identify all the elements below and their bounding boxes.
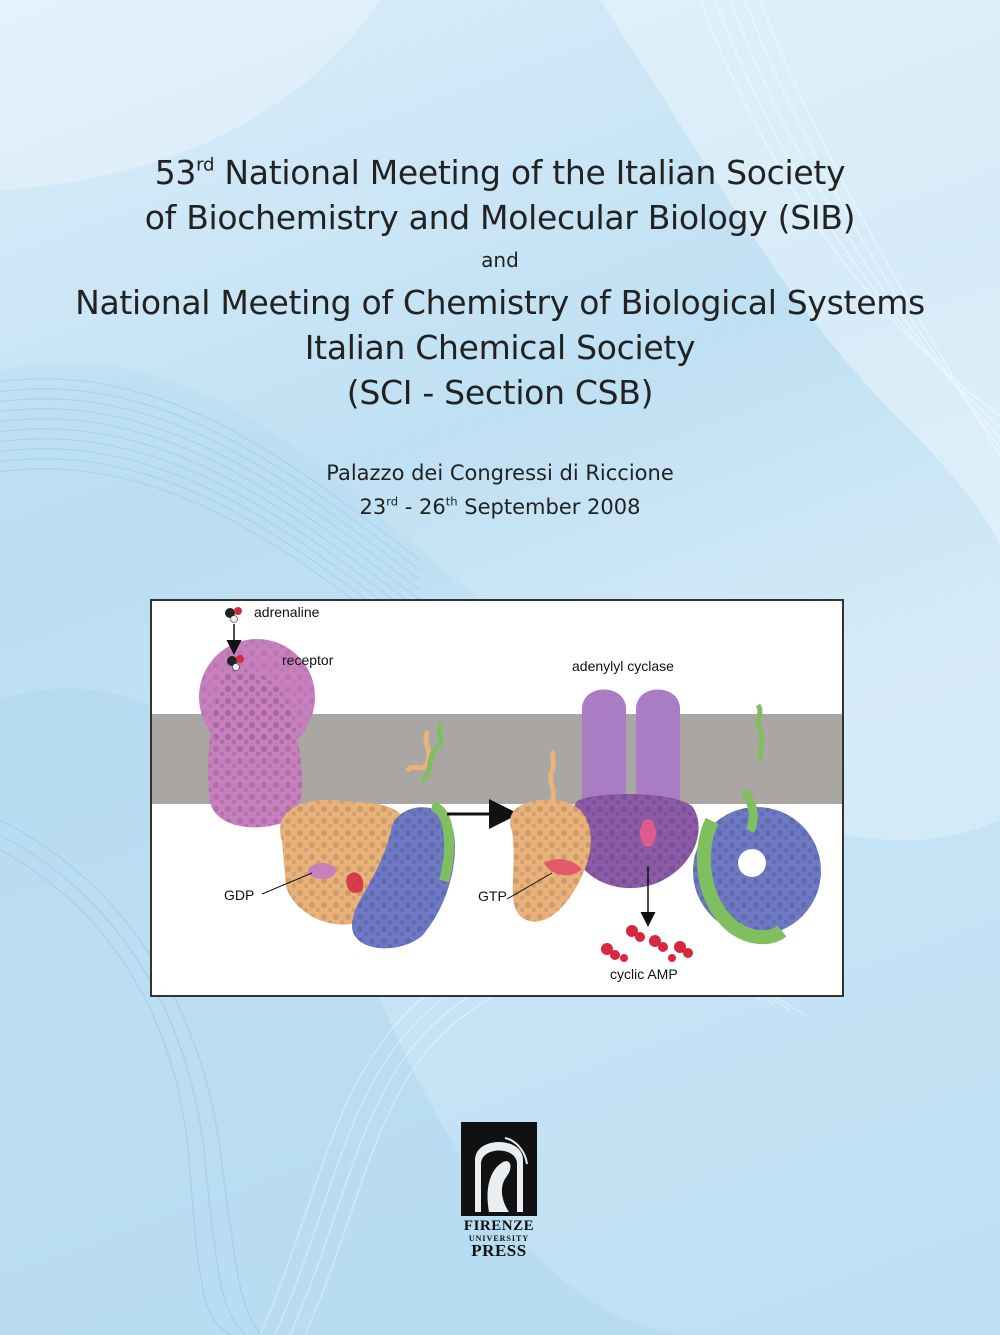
- label-gtp: GTP: [478, 888, 507, 904]
- label-receptor: receptor: [282, 652, 334, 668]
- g-alpha-active: [506, 749, 591, 922]
- title-line-4: Italian Chemical Society: [304, 328, 696, 367]
- date-start-suffix: rd: [386, 494, 399, 509]
- cyclic-amp-molecules: [601, 925, 693, 962]
- title-ordinal-suffix: rd: [196, 154, 215, 176]
- adrenaline-molecule: [225, 607, 244, 671]
- publisher-name-line-3: PRESS: [471, 1241, 527, 1260]
- title-line-3: National Meeting of Chemistry of Biologi…: [75, 283, 925, 322]
- date-start: 23: [359, 495, 387, 519]
- title-and: and: [481, 248, 519, 272]
- g-protein-inactive: [261, 721, 455, 949]
- date-month-year: September 2008: [457, 495, 641, 519]
- label-adrenaline: adrenaline: [254, 604, 320, 620]
- publisher-name-line-2: UNIVERSITY: [468, 1234, 530, 1243]
- label-adenylyl-cyclase: adenylyl cyclase: [572, 658, 674, 674]
- date-end-suffix: th: [445, 494, 458, 509]
- publisher-emblem: [461, 1122, 537, 1216]
- title-line-1: 53rd National Meeting of the Italian Soc…: [0, 150, 1000, 195]
- title-ordinal: 53: [154, 153, 197, 192]
- adenylyl-cyclase-protein: [570, 689, 699, 927]
- signaling-illustration: adrenaline receptor adenylyl cyclase GDP…: [150, 599, 844, 997]
- publisher-logo: FIRENZE UNIVERSITY PRESS: [455, 1120, 543, 1260]
- venue-block: Palazzo dei Congressi di Riccione 23rd -…: [0, 456, 1000, 524]
- cover-title-block: 53rd National Meeting of the Italian Soc…: [0, 150, 1000, 415]
- title-line-1-text: National Meeting of the Italian Society: [214, 153, 846, 192]
- label-gdp: GDP: [224, 887, 255, 903]
- g-beta-gamma-free: [693, 703, 821, 945]
- event-dates: 23rd - 26th September 2008: [0, 490, 1000, 524]
- receptor-protein: [199, 639, 315, 828]
- label-cyclic-amp: cyclic AMP: [610, 966, 678, 982]
- title-line-2: of Biochemistry and Molecular Biology (S…: [144, 198, 856, 237]
- venue-name: Palazzo dei Congressi di Riccione: [326, 461, 674, 485]
- date-end: - 26: [398, 495, 446, 519]
- publisher-name-line-1: FIRENZE: [463, 1218, 535, 1234]
- title-line-5: (SCI - Section CSB): [346, 373, 654, 412]
- signaling-drawing: [152, 607, 842, 962]
